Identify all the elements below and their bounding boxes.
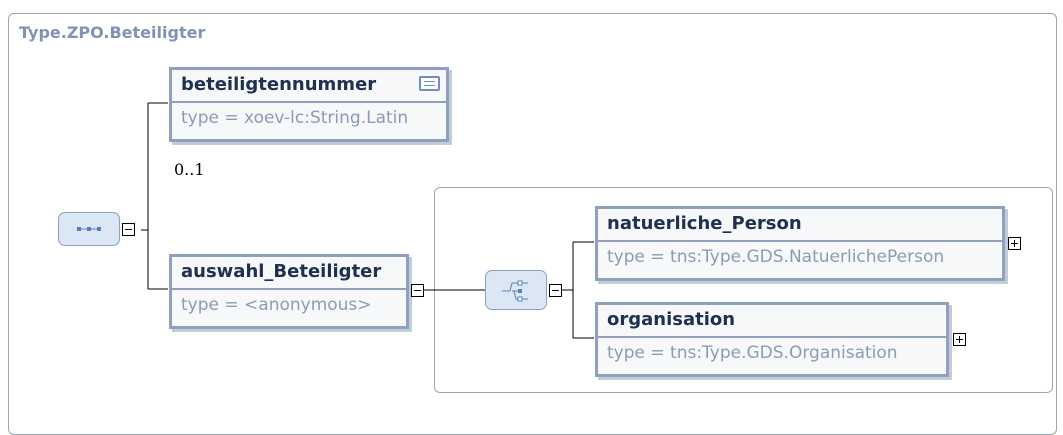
organisation-expand-toggle[interactable]	[953, 333, 966, 346]
element-organisation[interactable]: organisation type = tns:Type.GDS.Organis…	[595, 302, 949, 377]
element-name: beteiligtennummer	[181, 74, 377, 95]
element-type: type = tns:Type.GDS.Organisation	[607, 343, 898, 363]
choice-compositor-icon	[502, 280, 528, 302]
connector-lines	[141, 102, 594, 339]
natuerliche-person-expand-toggle[interactable]	[1008, 237, 1021, 250]
sequence-collapse-toggle[interactable]	[122, 223, 135, 236]
element-name: natuerliche_Person	[607, 213, 802, 234]
choice-collapse-toggle[interactable]	[549, 284, 562, 297]
cardinality-label: 0..1	[174, 160, 205, 179]
sequence-compositor-icon	[77, 227, 101, 231]
element-type: type = xoev-lc:String.Latin	[181, 108, 409, 128]
sequence-compositor[interactable]	[58, 212, 120, 246]
element-name: auswahl_Beteiligter	[181, 261, 382, 282]
divider	[598, 240, 1002, 242]
element-type: type = <anonymous>	[181, 295, 372, 315]
element-beteiligtennummer[interactable]: beteiligtennummer type = xoev-lc:String.…	[169, 67, 449, 142]
divider	[172, 101, 446, 103]
element-name: organisation	[607, 309, 736, 330]
auswahl-collapse-toggle[interactable]	[411, 284, 424, 297]
choice-compositor[interactable]	[485, 270, 547, 310]
element-natuerliche-person[interactable]: natuerliche_Person type = tns:Type.GDS.N…	[595, 206, 1005, 281]
complex-type-title: Type.ZPO.Beteiligter	[19, 23, 206, 42]
divider	[598, 336, 946, 338]
element-type: type = tns:Type.GDS.NatuerlichePerson	[607, 247, 945, 267]
element-auswahl-beteiligter[interactable]: auswahl_Beteiligter type = <anonymous>	[169, 254, 409, 329]
documentation-icon[interactable]	[419, 76, 440, 91]
divider	[172, 288, 406, 290]
